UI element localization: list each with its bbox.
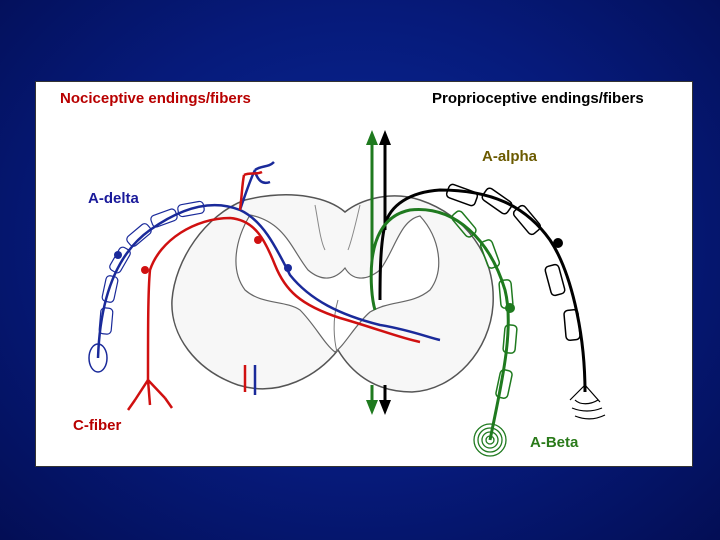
a-delta-ending	[88, 343, 108, 373]
c-fiber-label: C-fiber	[73, 417, 122, 434]
a-delta-cell-body	[114, 251, 122, 259]
c-fiber	[126, 170, 421, 411]
central-canal	[333, 299, 339, 353]
a-alpha-down-arrow	[379, 400, 391, 415]
proprioceptive-heading: Proprioceptive endings/fibers	[432, 90, 644, 107]
a-alpha-myelin	[445, 183, 581, 341]
grey-matter	[235, 214, 440, 353]
a-alpha-cell-body	[553, 238, 563, 248]
pacinian-corpuscle	[473, 423, 507, 457]
a-alpha-up-arrow	[379, 130, 391, 145]
muscle-spindle	[569, 384, 606, 420]
nociceptive-heading: Nociceptive endings/fibers	[60, 90, 251, 107]
a-beta-up-arrow	[366, 130, 378, 145]
a-beta-myelin	[451, 210, 518, 399]
a-delta-label: A-delta	[88, 190, 139, 207]
a-alpha-label: A-alpha	[482, 148, 538, 165]
c-fiber-cell-body	[141, 266, 149, 274]
a-beta-label: A-Beta	[530, 434, 579, 451]
a-beta-cell-body	[505, 303, 515, 313]
a-beta-down-arrow	[366, 400, 378, 415]
